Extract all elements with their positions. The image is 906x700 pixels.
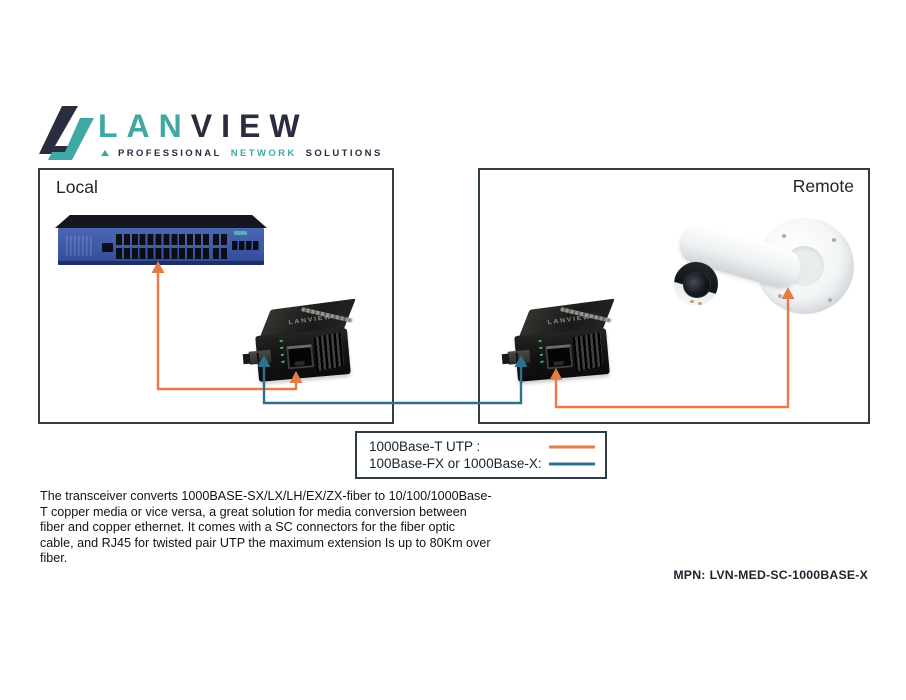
converter-front-face <box>507 328 610 382</box>
brand-wordmark: LANVIEW <box>98 110 309 142</box>
legend-label-fiber: 100Base-FX or 1000Base-X: <box>369 456 542 471</box>
legend-swatch-fiber-line <box>549 462 595 465</box>
legend-box: 1000Base-T UTP : 100Base-FX or 1000Base-… <box>355 431 607 479</box>
status-leds <box>538 339 544 367</box>
tagline-solutions: SOLUTIONS <box>305 148 383 159</box>
converter-front-face <box>248 328 351 382</box>
logo-mark-teal <box>48 118 94 160</box>
switch-vent-grille <box>66 236 92 256</box>
brand-wordmark-view: VIEW <box>190 108 309 144</box>
camera-ir-led <box>698 302 702 305</box>
sc-fiber-connector <box>507 349 531 365</box>
rj45-port <box>545 344 574 370</box>
sc-fiber-connector <box>248 349 272 365</box>
lanview-logo: LANVIEW PROFESSIONAL NETWORK SOLUTIONS <box>38 104 380 166</box>
switch-console-port <box>102 243 113 252</box>
triangle-icon <box>101 150 109 156</box>
legend-label-utp: 1000Base-T UTP : <box>369 439 481 454</box>
network-switch <box>55 215 267 269</box>
camera-base-screw <box>828 298 832 302</box>
legend-row-fiber: 100Base-FX or 1000Base-X: <box>369 455 595 472</box>
tagline-network: NETWORK <box>230 148 297 159</box>
media-converter-remote: LANVIEW <box>502 298 620 386</box>
logo-mark-navy <box>39 106 78 154</box>
switch-brand-logo <box>234 231 247 235</box>
remote-zone-label: Remote <box>792 176 854 196</box>
camera-lens <box>683 272 711 298</box>
product-description: The transceiver converts 1000BASE-SX/LX/… <box>40 489 492 566</box>
mpn-value: LVN-MED-SC-1000BASE-X <box>709 568 868 582</box>
tagline-professional: PROFESSIONAL <box>118 148 222 159</box>
rj45-port <box>286 344 315 370</box>
converter-vents <box>572 332 604 372</box>
camera-base-screw <box>832 238 836 242</box>
camera-base-screw <box>782 234 786 238</box>
mpn-label: MPN: <box>673 568 706 582</box>
mpn-text: MPN:LVN-MED-SC-1000BASE-X <box>673 568 868 582</box>
legend-swatch-utp-line <box>549 445 595 448</box>
converter-vents <box>313 332 345 372</box>
lanview-logo-icon <box>39 106 94 160</box>
switch-port-row-bottom <box>116 248 210 259</box>
legend-swatch-utp <box>549 445 595 448</box>
switch-uplink-ports-bottom <box>213 248 228 259</box>
status-leds <box>279 339 285 367</box>
local-zone-label: Local <box>56 177 98 197</box>
converter-brand-label: LANVIEW <box>287 313 334 327</box>
brand-wordmark-lan: LAN <box>98 108 191 144</box>
legend-swatch-fiber <box>549 462 595 465</box>
security-camera <box>666 212 858 324</box>
switch-uplink-ports-top <box>213 234 228 245</box>
switch-chassis-top <box>55 215 267 228</box>
converter-brand-label: LANVIEW <box>546 313 593 327</box>
legend-row-utp: 1000Base-T UTP : <box>369 438 595 455</box>
media-converter-local: LANVIEW <box>243 298 361 386</box>
switch-sfp-slots <box>232 241 260 250</box>
brand-tagline: PROFESSIONAL NETWORK SOLUTIONS <box>101 148 392 159</box>
switch-faceplate <box>58 228 264 265</box>
camera-base-screw <box>778 294 782 298</box>
camera-ir-led <box>690 300 694 303</box>
switch-port-row-top <box>116 234 210 245</box>
